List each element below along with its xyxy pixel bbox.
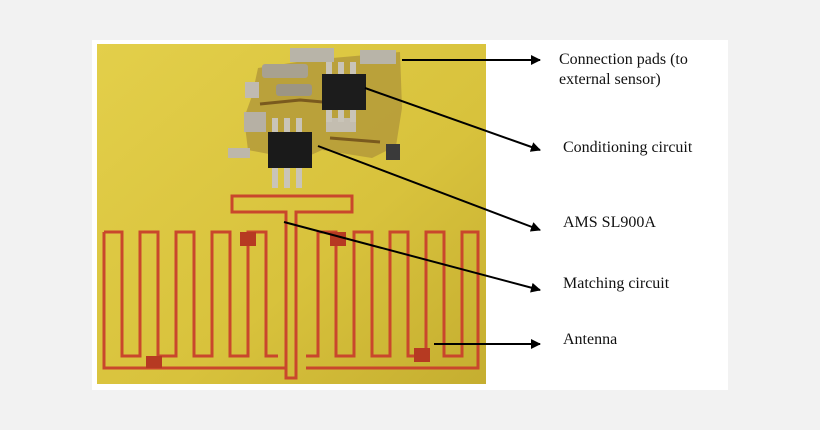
label-ams-sl900a: AMS SL900A [563, 214, 656, 231]
arrow-chip [317, 145, 541, 232]
label-antenna: Antenna [563, 331, 618, 348]
ams-sl900a-chip [268, 118, 312, 188]
conditioning-ic [322, 62, 366, 122]
callout-arrows [283, 55, 541, 349]
label-connection-pads: Connection pads (to external sensor) [559, 50, 688, 90]
arrow-matching [283, 221, 541, 293]
arrow-conditioning [364, 87, 541, 152]
label-connection-pads-line1: Connection pads (to [559, 51, 688, 68]
label-conditioning-circuit: Conditioning circuit [563, 139, 693, 156]
matching-circuit [230, 194, 354, 380]
meander-antenna [102, 230, 480, 370]
label-matching-circuit: Matching circuit [563, 275, 670, 292]
label-connection-pads-line2: external sensor) [559, 71, 661, 88]
